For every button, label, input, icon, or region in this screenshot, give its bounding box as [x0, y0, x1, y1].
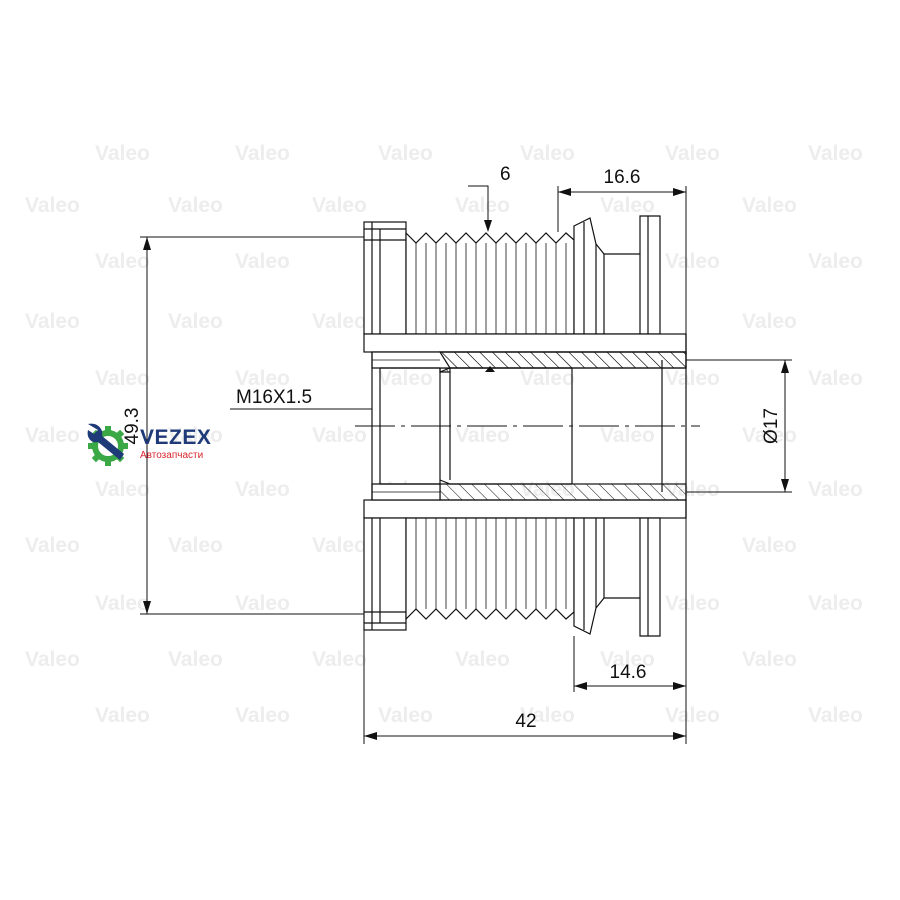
- watermark-text: Valeo: [235, 592, 290, 615]
- watermark-text: Valeo: [235, 367, 290, 390]
- watermark-text: Valeo: [455, 194, 510, 217]
- watermark-text: Valeo: [520, 142, 575, 165]
- vezex-logo: VEZEX Автозапчасти: [84, 420, 234, 470]
- gear-wrench-icon: [87, 423, 128, 466]
- dim-pulley-diameter: 49.3: [122, 408, 143, 445]
- watermark-text: Valeo: [168, 648, 223, 671]
- watermark-text: Valeo: [808, 367, 863, 390]
- watermark-text: Valeo: [168, 424, 223, 447]
- watermark-text: Valeo: [378, 704, 433, 727]
- watermark-text: Valeo: [25, 648, 80, 671]
- watermark-text: Valeo: [378, 367, 433, 390]
- watermark-text: Valeo: [600, 424, 655, 447]
- watermark-text: Valeo: [378, 142, 433, 165]
- logo-name: VEZEX: [140, 426, 212, 449]
- watermark-text: Valeo: [235, 142, 290, 165]
- watermark-text: Valeo: [665, 367, 720, 390]
- watermark-text: Valeo: [742, 310, 797, 333]
- watermark-text: Valeo: [25, 194, 80, 217]
- watermark-text: Valeo: [742, 534, 797, 557]
- watermark-text: Valeo: [312, 424, 367, 447]
- watermark-text: Valeo: [95, 142, 150, 165]
- watermark-text: Valeo: [95, 592, 150, 615]
- watermark-text: Valeo: [95, 250, 150, 273]
- dim-top-hub-length: 16.6: [604, 167, 641, 188]
- watermark-text: Valeo: [455, 648, 510, 671]
- dim-groove-pitch: 6: [500, 164, 511, 185]
- watermark-text: Valeo: [312, 194, 367, 217]
- watermark-text: Valeo: [455, 424, 510, 447]
- dim-overall-length: 42: [515, 711, 536, 732]
- watermark-text: Valeo: [168, 310, 223, 333]
- watermark-text: Valeo: [235, 250, 290, 273]
- watermark-text: Valeo: [808, 592, 863, 615]
- watermark-text: Valeo: [665, 704, 720, 727]
- watermark-text: Valeo: [312, 310, 367, 333]
- bore-section: [371, 334, 687, 518]
- watermark-text: Valeo: [25, 534, 80, 557]
- watermark-text: Valeo: [808, 250, 863, 273]
- watermark-text: Valeo: [808, 478, 863, 501]
- pulley-top-half: [363, 215, 687, 373]
- watermark-text: Valeo: [235, 704, 290, 727]
- watermark-text: Valeo: [742, 194, 797, 217]
- watermark-text: Valeo: [25, 424, 80, 447]
- watermark-text: Valeo: [168, 534, 223, 557]
- watermark-text: Valeo: [808, 142, 863, 165]
- dimension-arrows: [143, 188, 789, 740]
- watermark-text: Valeo: [600, 648, 655, 671]
- watermark-text: Valeo: [600, 194, 655, 217]
- dimension-lines: [140, 185, 792, 744]
- watermark-text: Valeo: [235, 478, 290, 501]
- watermark-text: Valeo: [95, 367, 150, 390]
- watermark-text: Valeo: [808, 704, 863, 727]
- watermark-text: Valeo: [665, 142, 720, 165]
- dim-thread: M16X1.5: [236, 387, 312, 408]
- watermark-text: Valeo: [312, 648, 367, 671]
- watermark-text: Valeo: [520, 367, 575, 390]
- watermark-text: Valeo: [95, 704, 150, 727]
- watermark-text: Valeo: [312, 534, 367, 557]
- pulley-bottom-half: [363, 483, 687, 637]
- watermark-text: Valeo: [25, 310, 80, 333]
- dim-bottom-hub-length: 14.6: [610, 662, 647, 683]
- logo-subtitle: Автозапчасти: [140, 450, 204, 461]
- watermark-text: Valeo: [520, 704, 575, 727]
- watermark-text: Valeo: [742, 648, 797, 671]
- watermark-text: Valeo: [95, 478, 150, 501]
- dim-bore-diameter: Ø17: [761, 408, 782, 444]
- watermark-text: Valeo: [665, 250, 720, 273]
- watermark-text: Valeo: [168, 194, 223, 217]
- watermark-text: Valeo: [665, 592, 720, 615]
- watermark-text: Valeo: [742, 424, 797, 447]
